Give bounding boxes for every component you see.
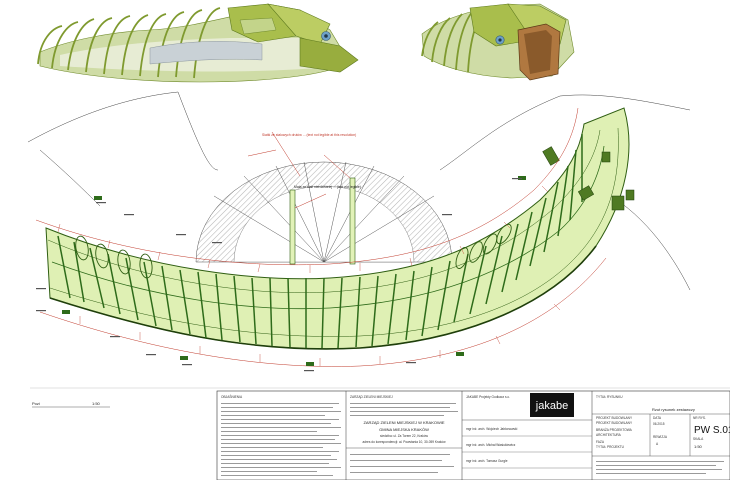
- walkway-deck: [45, 107, 635, 350]
- designer-3: mgr inż. arch. Tomasz Gurgle: [466, 459, 508, 463]
- sheet-number: PW S.01: [694, 425, 730, 436]
- svg-text:1:50: 1:50: [92, 401, 101, 406]
- designer-1: mgr inż. arch. Wojciech Jabłonowski: [466, 427, 518, 431]
- stage-value: PROJEKT BUDOWLANY: [596, 421, 633, 425]
- phase-value: TYTUŁ PROJEKTU: [596, 445, 625, 449]
- svg-text:Siatki ze stalowych drutów ...: Siatki ze stalowych drutów ... (text not…: [262, 133, 356, 137]
- revision-value: A: [656, 442, 659, 446]
- stage-label: PROJEKT BUDOWLANY: [596, 416, 633, 420]
- drawing-name-label: TYTUŁ RYSUNKU: [596, 395, 623, 399]
- sheet-no-label: NR RYS.: [693, 416, 706, 420]
- investor-line-4: adres do korespondencji: al. Powstania 1…: [362, 440, 446, 444]
- investor-line-2: GMINA MIEJSKA KRAKÓW: [379, 427, 429, 432]
- sheet-title-right: Rzut rysunek zestawczy: [652, 407, 695, 412]
- section-heading: ZARZĄD ZIELENI MIEJSKIEJ: [350, 395, 393, 399]
- scale-indicator: Pozi 1:50: [32, 401, 110, 408]
- title-block: OBJAŚNIENIA: [216, 390, 730, 480]
- legend-heading: OBJAŚNIENIA: [221, 394, 243, 399]
- svg-text:Mata ze stali nierdzewnej ...: Mata ze stali nierdzewnej ... (text not …: [294, 185, 361, 189]
- branch-label: BRANŻA PROJEKTOWA: [596, 427, 633, 432]
- date-label: DATA: [653, 416, 662, 420]
- revision-label: REWIZJA: [653, 435, 668, 439]
- plaza-semicircle: [195, 154, 453, 265]
- scale-label: SKALA: [693, 437, 704, 441]
- logo-text: jakabe: [535, 400, 568, 412]
- investor-line-3: siedziba: ul. Za Torem 22, Kraków: [380, 434, 429, 438]
- jakabe-logo: [530, 393, 574, 417]
- render-perspective-1: [37, 3, 359, 83]
- render-perspective-2: [421, 3, 575, 81]
- svg-text:Pozi: Pozi: [32, 401, 40, 406]
- dimension-chains: [35, 107, 607, 367]
- legend-text-lines: [221, 403, 341, 476]
- firm-label: JAKABE Projekty Godkacz s.c.: [466, 395, 510, 399]
- designer-2: mgr inż. arch. Michał Wasiukiewicz: [466, 443, 516, 447]
- branch-value: ARCHITEKTURA: [596, 433, 622, 437]
- date-value: 06.2015: [653, 422, 665, 426]
- dimension-label-marks: [36, 178, 522, 372]
- investor-line-1: ZARZĄD ZIELENI MIEJSKIEJ W KRAKOWIE: [363, 420, 444, 425]
- note-top: Siatki ze stalowych drutów ... (text not…: [262, 133, 356, 137]
- note-left: Mata ze stali nierdzewnej ... (text not …: [294, 185, 361, 189]
- scale-value: 1:50: [694, 444, 703, 449]
- phase-label: FAZA: [596, 440, 605, 444]
